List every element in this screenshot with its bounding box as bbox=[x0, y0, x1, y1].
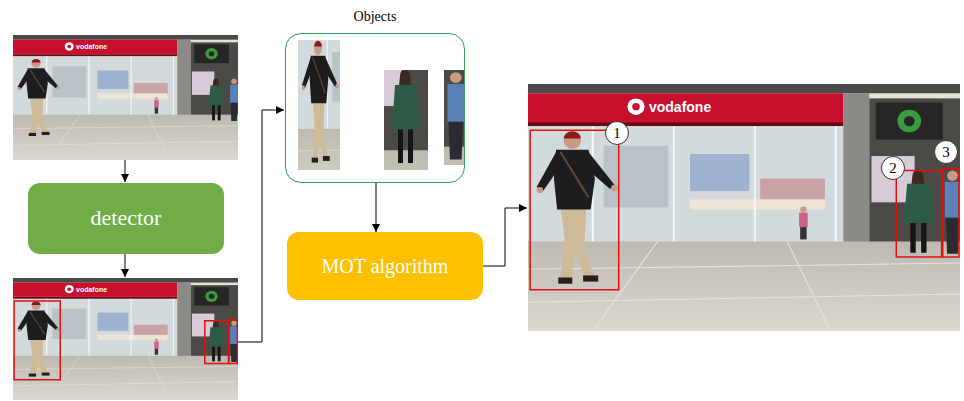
flow-arrow bbox=[125, 254, 126, 277]
detection-box bbox=[14, 301, 237, 380]
detected-frame bbox=[13, 278, 238, 400]
group-box: Objects bbox=[285, 0, 465, 183]
track-box bbox=[530, 130, 619, 290]
tracked-frame bbox=[528, 84, 960, 331]
group-outline bbox=[285, 33, 465, 183]
flow-arrow bbox=[483, 208, 527, 266]
detection-box bbox=[229, 320, 237, 364]
process-box: detector bbox=[28, 183, 224, 254]
store-sign: vodafone bbox=[76, 43, 107, 50]
track-box bbox=[896, 170, 941, 256]
input-frame bbox=[13, 35, 238, 160]
callout-number: 1 bbox=[605, 121, 629, 145]
track-box bbox=[530, 130, 959, 290]
box-label: MOT algorithm bbox=[322, 254, 449, 278]
callout-number: 2 bbox=[881, 156, 905, 180]
store-sign: vodafone bbox=[76, 286, 107, 293]
callout-number: 1 bbox=[613, 125, 621, 142]
callout-number: 3 bbox=[934, 140, 958, 164]
detection-box bbox=[14, 301, 60, 380]
callout-number: 3 bbox=[942, 144, 950, 161]
store-sign: vodafone bbox=[649, 100, 711, 114]
flow-arrow bbox=[238, 110, 284, 342]
object-crop bbox=[44, 0, 444, 251]
street-scene bbox=[13, 35, 238, 160]
flow-arrow bbox=[125, 160, 126, 182]
process-box: MOT algorithm bbox=[287, 232, 483, 300]
detection-box bbox=[205, 321, 229, 364]
track-box bbox=[943, 168, 959, 257]
street-scene bbox=[44, 0, 444, 251]
street-scene bbox=[13, 278, 238, 400]
box-label: detector bbox=[91, 205, 162, 231]
connector-arrow bbox=[376, 183, 377, 232]
group-title: Objects bbox=[354, 9, 397, 26]
callout-number: 2 bbox=[889, 160, 897, 177]
street-scene bbox=[528, 84, 960, 331]
